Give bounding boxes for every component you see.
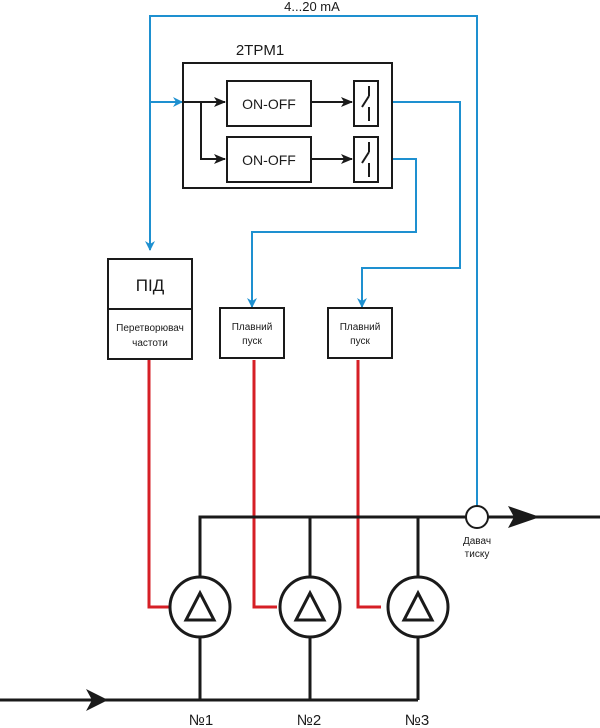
pump-3-label: №3 [405, 712, 429, 728]
on-off-block-2 [226, 136, 312, 183]
power-line-3 [356, 360, 381, 609]
sensor-label-line2: тиску [465, 549, 490, 560]
soft-starter-1-line1: Плавний [232, 322, 273, 333]
pump-1-label: №1 [189, 712, 213, 728]
soft-starter-2: Плавний пуск [327, 307, 393, 359]
pump-1: №1 [168, 575, 232, 728]
pump-icon [386, 575, 450, 639]
signal-loop-line [145, 15, 478, 506]
switch-icon [361, 142, 370, 177]
flow-arrow-inlet [86, 689, 108, 711]
on-off-label-1: ON-OFF [242, 96, 296, 112]
power-line-1 [147, 360, 172, 609]
relay-switch-1 [353, 80, 379, 127]
switch-icon [361, 86, 370, 121]
flow-arrow-outlet [508, 506, 540, 528]
controller-title: 2TPM1 [236, 42, 284, 59]
sensor-icon [465, 505, 489, 529]
pressure-sensor: Давач тиску [463, 505, 491, 560]
pump-icon [278, 575, 342, 639]
on-off-label-2: ON-OFF [242, 152, 296, 168]
pump-2: №2 [278, 575, 342, 728]
power-lines [147, 360, 381, 609]
discharge-header [198, 515, 600, 585]
pump-2-label: №2 [297, 712, 321, 728]
controller-2tpm1: 2TPM1 ON-OFF ON-OFF [182, 42, 393, 189]
vfd-label-line1: Перетворювач [116, 323, 184, 334]
pump-3: №3 [386, 575, 450, 728]
relay1-output-line [357, 101, 461, 308]
on-off-block-1 [226, 80, 312, 127]
vfd-box [107, 308, 193, 360]
sensor-label-line1: Давач [463, 536, 491, 547]
soft-starter-1-line2: пуск [242, 336, 262, 347]
relay-switch-2 [353, 136, 379, 183]
signal-label: 4...20 mA [284, 0, 340, 14]
pid-vfd-block: ПІД Перетворювач частоти [107, 258, 193, 360]
signal-lines [145, 15, 478, 506]
relay2-output-line [247, 158, 417, 308]
pid-label: ПІД [136, 276, 165, 295]
soft-starter-2-line2: пуск [350, 336, 370, 347]
soft-starter-1: Плавний пуск [219, 307, 285, 359]
pump-icon [168, 575, 232, 639]
vfd-label-line2: частоти [132, 338, 168, 349]
soft-starter-2-line1: Плавний [340, 322, 381, 333]
power-line-2 [252, 360, 277, 609]
